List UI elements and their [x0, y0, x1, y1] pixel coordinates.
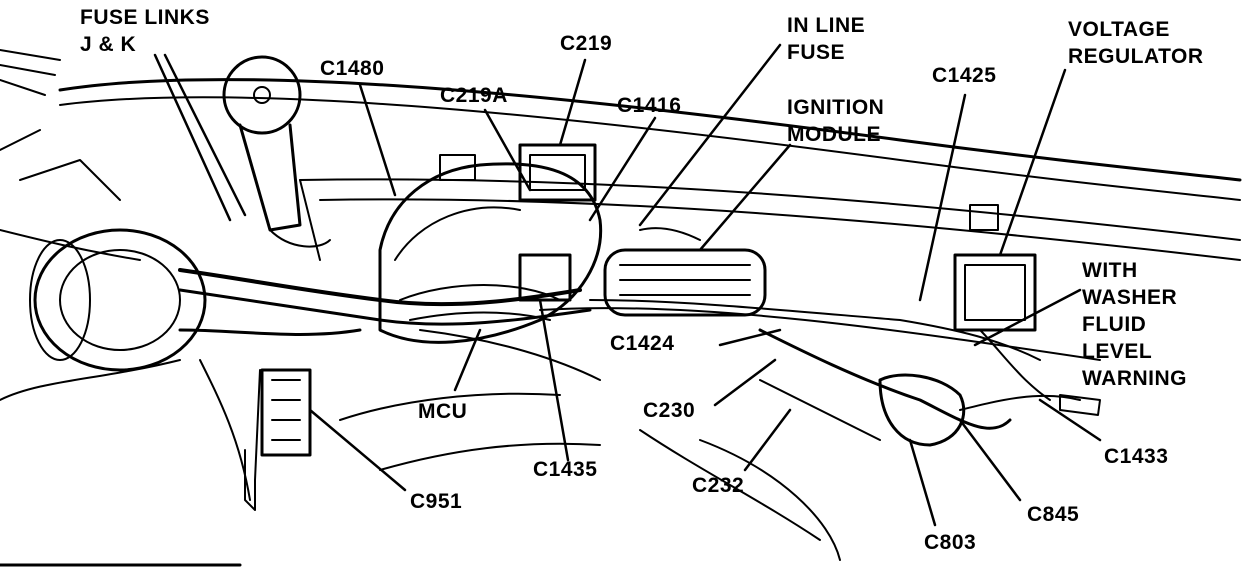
label-c219: C219: [560, 32, 613, 55]
label-c1424: C1424: [610, 332, 675, 355]
label-in-line-fuse: IN LINE FUSE: [787, 12, 865, 66]
label-with-washer-line-1: WITH: [1082, 259, 1138, 282]
label-with-washer-line-5: WARNING: [1082, 367, 1187, 390]
label-c1480: C1480: [320, 57, 385, 80]
label-with-washer-line-2: WASHER: [1082, 286, 1178, 309]
mcu-connector-cluster: [378, 143, 603, 344]
voltage-regulator: [953, 204, 1037, 332]
pulley-bracket: [222, 55, 331, 261]
label-c803: C803: [924, 531, 977, 554]
label-with-washer-line-3: FLUID: [1082, 313, 1147, 336]
label-c845: C845: [1027, 503, 1080, 526]
label-ignition-module-line-2: MODULE: [787, 123, 881, 146]
alternator: [0, 129, 207, 401]
label-c1433: C1433: [1104, 445, 1169, 468]
label-c232: C232: [692, 474, 745, 497]
label-c1416: C1416: [617, 94, 682, 117]
washer-connector-cluster: [878, 329, 1101, 447]
label-ignition-module: IGNITION MODULE: [787, 94, 884, 148]
label-voltage-regulator-line-2: REGULATOR: [1068, 45, 1204, 68]
label-with-washer-fluid-level-warning: WITH WASHER FLUID LEVEL WARNING: [1082, 257, 1187, 392]
label-in-line-fuse-line-1: IN LINE: [787, 14, 866, 37]
label-fuse-links: FUSE LINKS J & K: [80, 4, 210, 58]
label-c219a: C219A: [440, 84, 508, 107]
label-voltage-regulator: VOLTAGE REGULATOR: [1068, 16, 1204, 70]
label-with-washer-line-4: LEVEL: [1082, 340, 1153, 363]
label-c230: C230: [643, 399, 696, 422]
label-voltage-regulator-line-1: VOLTAGE: [1068, 18, 1170, 41]
fender-outline: [0, 49, 1242, 567]
label-c1425: C1425: [932, 64, 997, 87]
ignition-module: [603, 227, 767, 317]
label-c1435: C1435: [533, 458, 598, 481]
leader-lines: [153, 43, 1102, 527]
label-fuse-links-line-2: J & K: [80, 33, 137, 56]
label-mcu: MCU: [418, 400, 468, 423]
label-ignition-module-line-1: IGNITION: [787, 96, 885, 119]
label-c951: C951: [410, 490, 463, 513]
label-in-line-fuse-line-2: FUSE: [787, 41, 846, 64]
c951-connector: [244, 368, 312, 511]
label-fuse-links-line-1: FUSE LINKS: [80, 6, 210, 29]
